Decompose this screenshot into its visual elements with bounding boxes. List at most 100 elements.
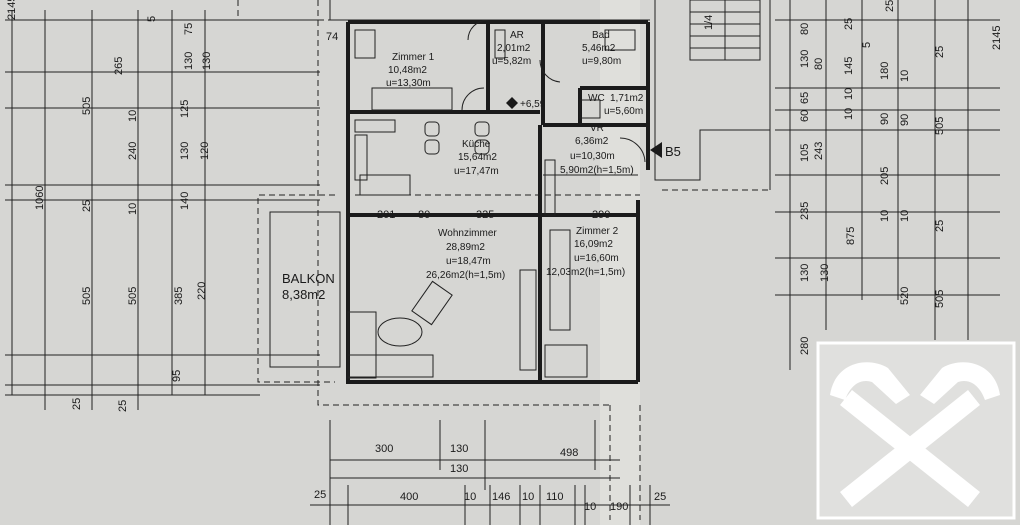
left-dim-10a: 10 (127, 110, 139, 122)
left-dim-130c: 130 (201, 52, 213, 70)
right-dim-c6-25a: 25 (934, 46, 946, 58)
stair-label: 1/4 (703, 15, 715, 30)
room-zimmer2-perimeter: u=16,60m (574, 253, 619, 264)
room-ar-name: AR (510, 30, 524, 41)
left-dim-505a: 505 (81, 97, 93, 115)
room-zimmer2-slope: 12,03m2(h=1,5m) (546, 267, 625, 278)
bottom-dim-400: 400 (400, 491, 418, 503)
left-dim-5: 5 (146, 16, 158, 22)
room-bad-name: Bad (592, 30, 610, 41)
left-dim-140: 140 (179, 192, 191, 210)
room-kueche-name: Küche (462, 139, 491, 150)
right-dim-c5-25: 25 (884, 0, 896, 12)
right-dim-c4-5: 5 (861, 42, 873, 48)
right-dim-c5-10b: 10 (899, 210, 911, 222)
balcony-outline (257, 194, 341, 383)
right-dim-c4-90: 90 (879, 113, 891, 125)
bottom-dim-190: 190 (610, 501, 628, 513)
left-dim-220: 220 (196, 282, 208, 300)
bottom-dim-25a: 25 (314, 489, 326, 501)
right-dimension-chains (775, 0, 1000, 370)
bottom-dim-10a: 10 (464, 491, 476, 503)
room-wohnzimmer-area: 28,89m2 (446, 242, 485, 253)
right-dim-c1-105: 105 (799, 144, 811, 162)
left-dim-385: 385 (173, 287, 185, 305)
right-dim-c2-130: 130 (819, 264, 831, 282)
right-dim-c2-243: 243 (813, 142, 825, 160)
right-dim-c4-10: 10 (879, 210, 891, 222)
right-dim-c5-520: 520 (899, 287, 911, 305)
right-dim-c2-875: 875 (845, 227, 857, 245)
room-vr-slope: 5,90m2(h=1,5m) (560, 165, 634, 176)
room-vr-name: VR (590, 123, 604, 134)
bottom-dimension-chains (310, 420, 670, 525)
right-dim-c2-80: 80 (813, 58, 825, 70)
furniture (347, 19, 646, 379)
bottom-dim-130b: 130 (450, 463, 468, 475)
left-dim-1060: 1060 (34, 186, 46, 210)
right-dim-c5-90: 90 (899, 114, 911, 126)
bottom-dim-498: 498 (560, 447, 578, 459)
right-dim-c1-130b: 130 (799, 264, 811, 282)
left-dim-95: 95 (171, 370, 183, 382)
bottom-dim-10b: 10 (522, 491, 534, 503)
raiffeisen-crossed-horses-logo-icon (816, 341, 1016, 520)
top-left-dim-74: 74 (326, 31, 338, 43)
level-marker-icon (506, 97, 518, 109)
right-dim-c4-180: 180 (879, 62, 891, 80)
left-dim-130b: 130 (179, 142, 191, 160)
room-ar-perimeter: u=5,82m (492, 56, 531, 67)
interior-dim-325: 325 (476, 209, 494, 221)
section-marker-icon (650, 142, 662, 158)
left-dim-75: 75 (183, 23, 195, 35)
bottom-dim-300: 300 (375, 443, 393, 455)
room-wohnzimmer-name: Wohnzimmer (438, 228, 497, 239)
right-dim-c6-505b: 505 (934, 290, 946, 308)
bottom-dim-10c: 10 (584, 501, 596, 513)
left-dim-25a: 25 (81, 200, 93, 212)
interior-dim-80: 80 (418, 209, 430, 221)
right-dim-c6-505a: 505 (934, 117, 946, 135)
left-dim-25b: 25 (71, 398, 83, 410)
left-dim-125: 125 (179, 100, 191, 118)
left-dim-130a: 130 (183, 52, 195, 70)
balcony-area: 8,38m2 (282, 287, 325, 302)
left-dim-240: 240 (127, 142, 139, 160)
left-dim-25c: 25 (117, 400, 129, 412)
level-marker-label: +6,59 (520, 99, 546, 110)
right-dim-c3-10b: 10 (843, 108, 855, 120)
right-dim-c1-65: 65 (799, 92, 811, 104)
interior-walls (348, 22, 648, 383)
stair (689, 0, 761, 61)
left-dim-10b: 10 (127, 203, 139, 215)
right-dim-corner: 2145 (991, 26, 1003, 50)
right-dim-c3-10a: 10 (843, 88, 855, 100)
bottom-dim-25b: 25 (654, 491, 666, 503)
room-zimmer1-perimeter: u=13,30m (386, 78, 431, 89)
room-zimmer1-area: 10,48m2 (388, 65, 427, 76)
right-dim-c4-205: 205 (879, 167, 891, 185)
interior-dim-201: 201 (377, 209, 395, 221)
left-dim-265: 265 (113, 57, 125, 75)
room-wc-area: 1,71m2 (610, 93, 644, 104)
room-vr-perimeter: u=10,30m (570, 151, 615, 162)
left-dim-505c: 505 (127, 287, 139, 305)
right-dim-c1-280: 280 (799, 337, 811, 355)
room-wohnzimmer-slope: 26,26m2(h=1,5m) (426, 270, 505, 281)
right-dim-c3-145: 145 (843, 57, 855, 75)
room-zimmer1-name: Zimmer 1 (392, 52, 435, 63)
left-dimension-chains (5, 10, 320, 410)
right-dim-c1-235: 235 (799, 202, 811, 220)
room-kueche-perimeter: u=17,47m (454, 166, 499, 177)
room-kueche-area: 15,64m2 (458, 152, 497, 163)
room-wc-perimeter: u=5,60m (604, 106, 643, 117)
room-zimmer2-area: 16,09m2 (574, 239, 613, 250)
bottom-dim-130a: 130 (450, 443, 468, 455)
room-ar-area: 2,01m2 (497, 43, 531, 54)
room-wohnzimmer-perimeter: u=18,47m (446, 256, 491, 267)
room-bad-area: 5,46m2 (582, 43, 616, 54)
balcony-label: BALKON (282, 271, 335, 286)
right-dim-c1-60: 60 (799, 110, 811, 122)
room-bad-perimeter: u=9,80m (582, 56, 621, 67)
